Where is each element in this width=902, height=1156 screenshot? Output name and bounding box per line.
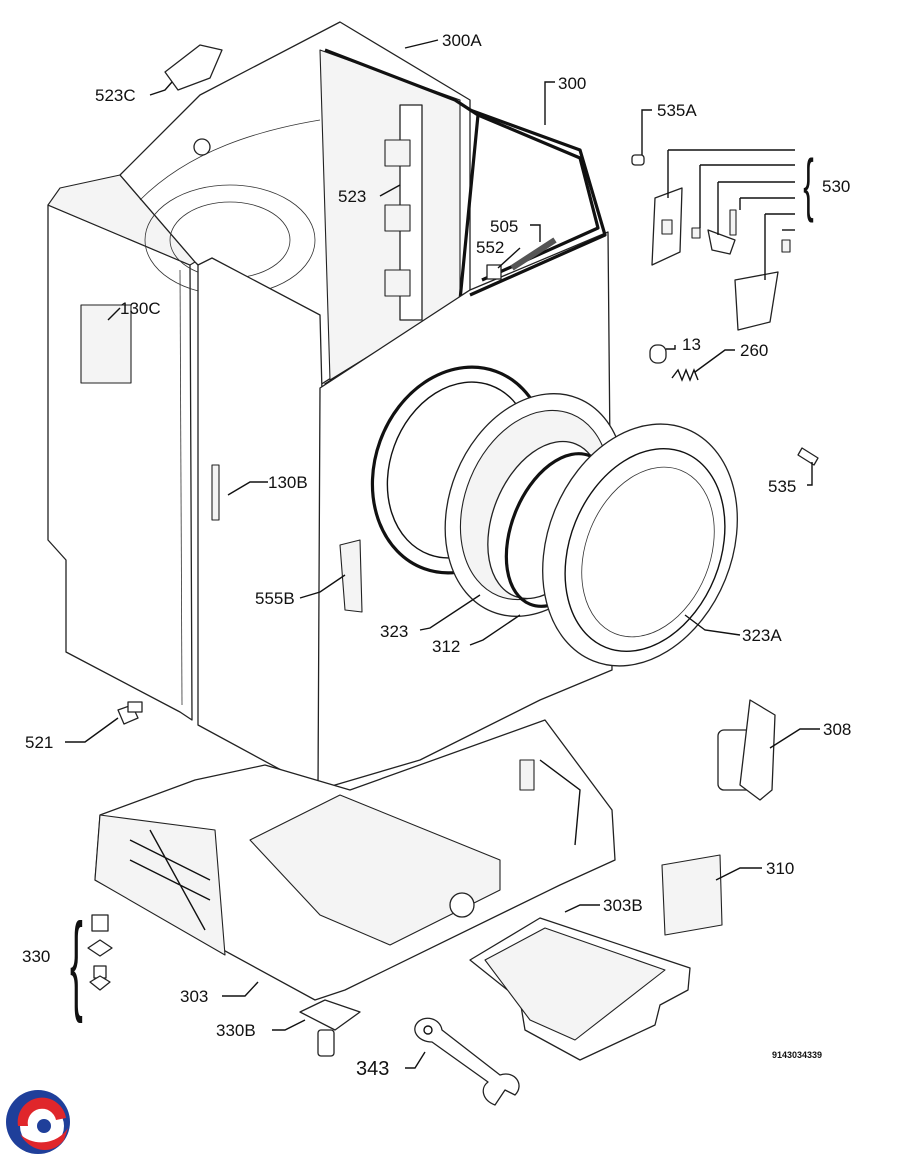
base-frame-303 [94, 719, 616, 1001]
bracket-523C [164, 44, 223, 91]
label-330: 330 [22, 947, 50, 966]
leader-lines [65, 39, 820, 1069]
foot-330B [299, 999, 361, 1057]
label-310: 310 [766, 859, 794, 878]
label-523C: 523C [95, 86, 136, 105]
service-flap-310 [661, 854, 723, 936]
pin-535 [797, 447, 819, 466]
label-330B: 330B [216, 1021, 256, 1040]
door-lock-530 [651, 187, 791, 331]
label-523: 523 [338, 187, 366, 206]
label-260: 260 [740, 341, 768, 360]
detergent-tray-303B [469, 917, 691, 1061]
label-555B: 555B [255, 589, 295, 608]
label-521: 521 [25, 733, 53, 752]
label-552: 552 [476, 238, 504, 257]
clip-552 [486, 264, 502, 280]
brand-logo-icon [6, 1090, 70, 1154]
label-530: 530 [822, 177, 850, 196]
label-308: 308 [823, 720, 851, 739]
label-303B: 303B [603, 896, 643, 915]
catalog-number: 9143034339 [772, 1050, 822, 1060]
label-343: 343 [356, 1058, 389, 1080]
label-130C: 130C [120, 299, 161, 318]
label-535: 535 [768, 477, 796, 496]
brace-530: { [803, 145, 814, 224]
label-300A: 300A [442, 31, 482, 50]
label-323A: 323A [742, 626, 782, 645]
rod-505 [510, 237, 557, 271]
spring-260 [671, 368, 699, 382]
label-13: 13 [682, 335, 701, 354]
label-312: 312 [432, 637, 460, 656]
label-505: 505 [490, 217, 518, 236]
label-323: 323 [380, 622, 408, 641]
label-303: 303 [180, 987, 208, 1006]
brace-330: { [70, 901, 83, 1024]
label-535A: 535A [657, 101, 697, 120]
door-323A [542, 423, 738, 667]
cap-535A [631, 154, 645, 166]
label-130B: 130B [268, 473, 308, 492]
bush-13 [649, 344, 667, 364]
part-labels: 300A 300 523C 535A 530 523 505 552 130C … [22, 31, 851, 1080]
door-hinge-308 [717, 699, 776, 801]
screw-521 [117, 701, 143, 725]
spanner-343 [414, 1017, 520, 1106]
label-300: 300 [558, 74, 586, 93]
feet-330 [87, 914, 113, 991]
